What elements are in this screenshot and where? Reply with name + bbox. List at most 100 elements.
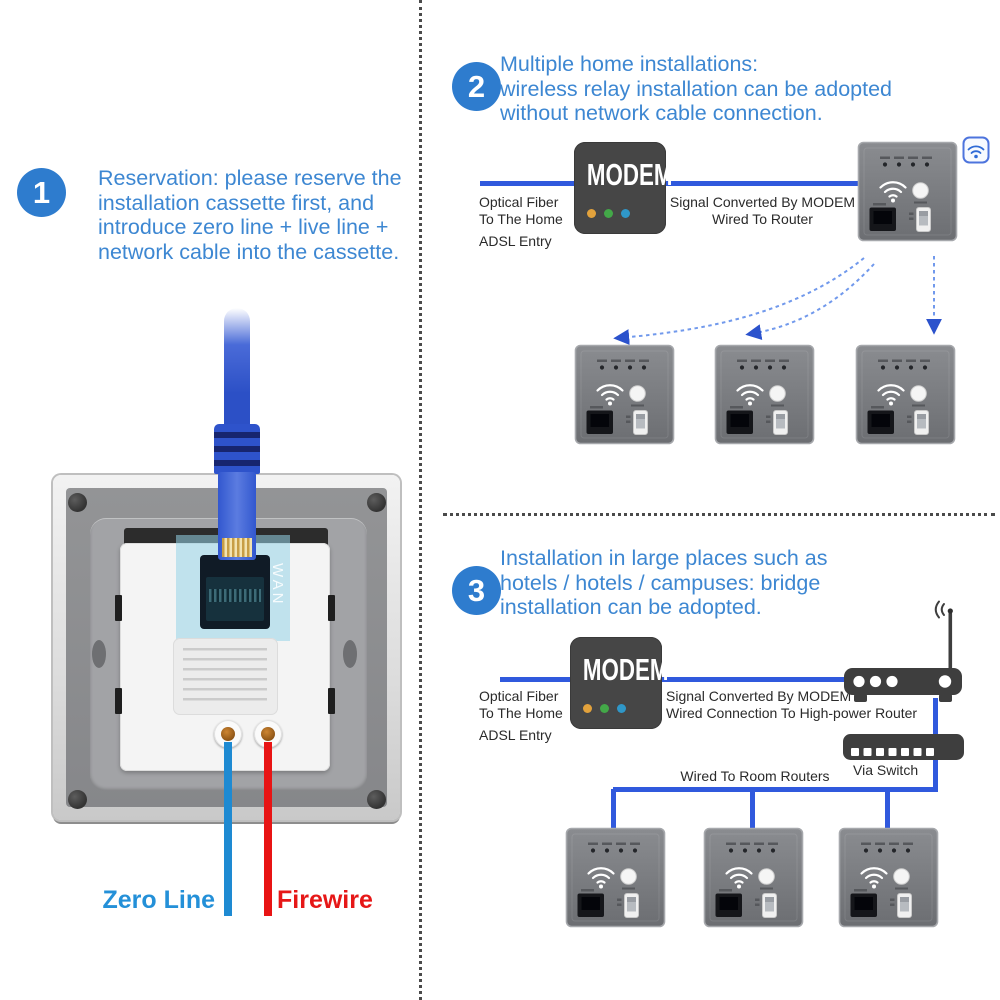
optical-fiber-label: Optical Fiber To The Home bbox=[479, 194, 563, 227]
wan-jack-contacts bbox=[209, 589, 261, 602]
wifi-wall-panel-relay-1 bbox=[574, 344, 675, 445]
rj45-connector bbox=[218, 472, 256, 560]
usb-port[interactable] bbox=[890, 893, 912, 918]
power-button[interactable] bbox=[769, 385, 786, 407]
zero-line-label: Zero Line bbox=[102, 886, 215, 914]
switch-bus-cable-line bbox=[613, 787, 938, 792]
modem-box: MODEM bbox=[570, 637, 668, 729]
power-button[interactable] bbox=[912, 182, 929, 204]
wifi-signal-badge bbox=[962, 136, 990, 164]
power-button[interactable] bbox=[629, 385, 646, 407]
ethernet-cable-boot bbox=[214, 424, 260, 474]
step-2-heading: Multiple home installations: wireless re… bbox=[500, 52, 892, 126]
wifi-wall-panel-main bbox=[857, 141, 958, 242]
status-led-row bbox=[737, 359, 789, 370]
step-1-heading-line: Reservation: please reserve the bbox=[98, 166, 402, 190]
step-2-number: 2 bbox=[467, 68, 486, 104]
adsl-entry-label: ADSL Entry bbox=[479, 233, 552, 249]
step-2-heading-line: without network cable connection. bbox=[500, 101, 823, 126]
switch-body bbox=[843, 734, 964, 760]
optical-fiber-label: Optical Fiber To The Home bbox=[479, 688, 563, 721]
power-button[interactable] bbox=[910, 385, 927, 407]
relay-arrow-2 bbox=[745, 263, 875, 341]
room-drop-line-3 bbox=[885, 789, 890, 828]
usb-port[interactable] bbox=[907, 410, 929, 435]
wifi-wall-panel-face bbox=[838, 827, 939, 928]
screw-bottom-left bbox=[68, 790, 87, 809]
power-button[interactable] bbox=[620, 868, 637, 890]
step-1-heading-line: installation cassette first, and bbox=[98, 190, 375, 215]
ethernet-port[interactable] bbox=[867, 406, 895, 434]
wifi-icon bbox=[736, 384, 764, 406]
module-clip bbox=[328, 595, 335, 621]
status-led-row bbox=[880, 156, 932, 167]
power-button[interactable] bbox=[758, 868, 775, 890]
room-drop-line-2 bbox=[750, 789, 755, 828]
modem-box: MODEM bbox=[574, 142, 672, 234]
wifi-icon bbox=[596, 384, 624, 406]
status-led-row bbox=[878, 359, 930, 370]
usb-port[interactable] bbox=[909, 207, 931, 232]
status-led-row bbox=[588, 842, 640, 853]
power-button[interactable] bbox=[893, 868, 910, 890]
plate-slot-right bbox=[343, 640, 357, 668]
wifi-icon bbox=[962, 136, 990, 164]
ethernet-port[interactable] bbox=[586, 406, 614, 434]
wifi-wall-panel-room-2 bbox=[703, 827, 804, 928]
step-3-heading: Installation in large places such as hot… bbox=[500, 546, 827, 620]
step-3-heading-line: hotels / hotels / campuses: bridge bbox=[500, 570, 821, 595]
wifi-icon bbox=[725, 867, 753, 889]
router-indicator-lights bbox=[853, 675, 952, 688]
step-1-heading-line: network cable into the cassette. bbox=[98, 239, 400, 264]
zero-line-wire bbox=[224, 742, 232, 916]
room-routers-label: Wired To Room Routers bbox=[680, 768, 830, 784]
step-3-heading-line: installation can be adopted. bbox=[500, 595, 762, 620]
step-3-heading-line: Installation in large places such as bbox=[500, 546, 828, 570]
wifi-wall-panel-face bbox=[857, 141, 958, 242]
status-led-row bbox=[726, 842, 778, 853]
wifi-wall-panel-relay-3 bbox=[855, 344, 956, 445]
network-switch bbox=[843, 734, 964, 760]
screw-top-left bbox=[68, 493, 87, 512]
router-body bbox=[844, 668, 962, 695]
ethernet-port[interactable] bbox=[577, 889, 605, 917]
room-drop-line-1 bbox=[611, 789, 616, 828]
screw-top-right bbox=[367, 493, 386, 512]
module-clip bbox=[328, 688, 335, 714]
step-2-badge: 2 bbox=[452, 62, 501, 111]
signal-converted-label: Signal Converted By MODEM Wired To Route… bbox=[669, 194, 856, 227]
modem-to-panel-cable-line bbox=[480, 181, 860, 186]
ethernet-port[interactable] bbox=[869, 203, 897, 231]
signal-converted-label: Signal Converted By MODEM Wired Connecti… bbox=[666, 688, 918, 721]
usb-port[interactable] bbox=[755, 893, 777, 918]
modem-status-lights bbox=[587, 209, 630, 218]
wifi-wall-panel-face bbox=[714, 344, 815, 445]
usb-port[interactable] bbox=[617, 893, 639, 918]
module-clip bbox=[115, 595, 122, 621]
plate-slot-left bbox=[92, 640, 106, 668]
screw-bottom-right bbox=[367, 790, 386, 809]
status-led-row bbox=[597, 359, 649, 370]
module-clip bbox=[115, 688, 122, 714]
wifi-wall-panel-face bbox=[565, 827, 666, 928]
firewire-wire bbox=[264, 742, 272, 916]
firewire-label: Firewire bbox=[277, 886, 373, 914]
usb-port[interactable] bbox=[626, 410, 648, 435]
rj45-gold-pins bbox=[222, 538, 252, 557]
high-power-router bbox=[844, 600, 962, 702]
adsl-entry-label: ADSL Entry bbox=[479, 727, 552, 743]
modem-to-router-cable-line bbox=[500, 677, 852, 682]
ethernet-port[interactable] bbox=[726, 406, 754, 434]
ethernet-port[interactable] bbox=[715, 889, 743, 917]
step-1-badge: 1 bbox=[17, 168, 66, 217]
status-led-row bbox=[861, 842, 913, 853]
ethernet-port[interactable] bbox=[850, 889, 878, 917]
wan-label: WAN bbox=[269, 563, 286, 607]
vertical-dotted-divider bbox=[419, 0, 422, 1000]
usb-port[interactable] bbox=[766, 410, 788, 435]
modem-status-lights bbox=[583, 704, 626, 713]
horizontal-dotted-divider bbox=[443, 513, 995, 516]
ethernet-cable bbox=[224, 308, 250, 430]
step-1-heading-line: introduce zero line + live line + bbox=[98, 215, 389, 240]
wifi-wall-panel-relay-2 bbox=[714, 344, 815, 445]
